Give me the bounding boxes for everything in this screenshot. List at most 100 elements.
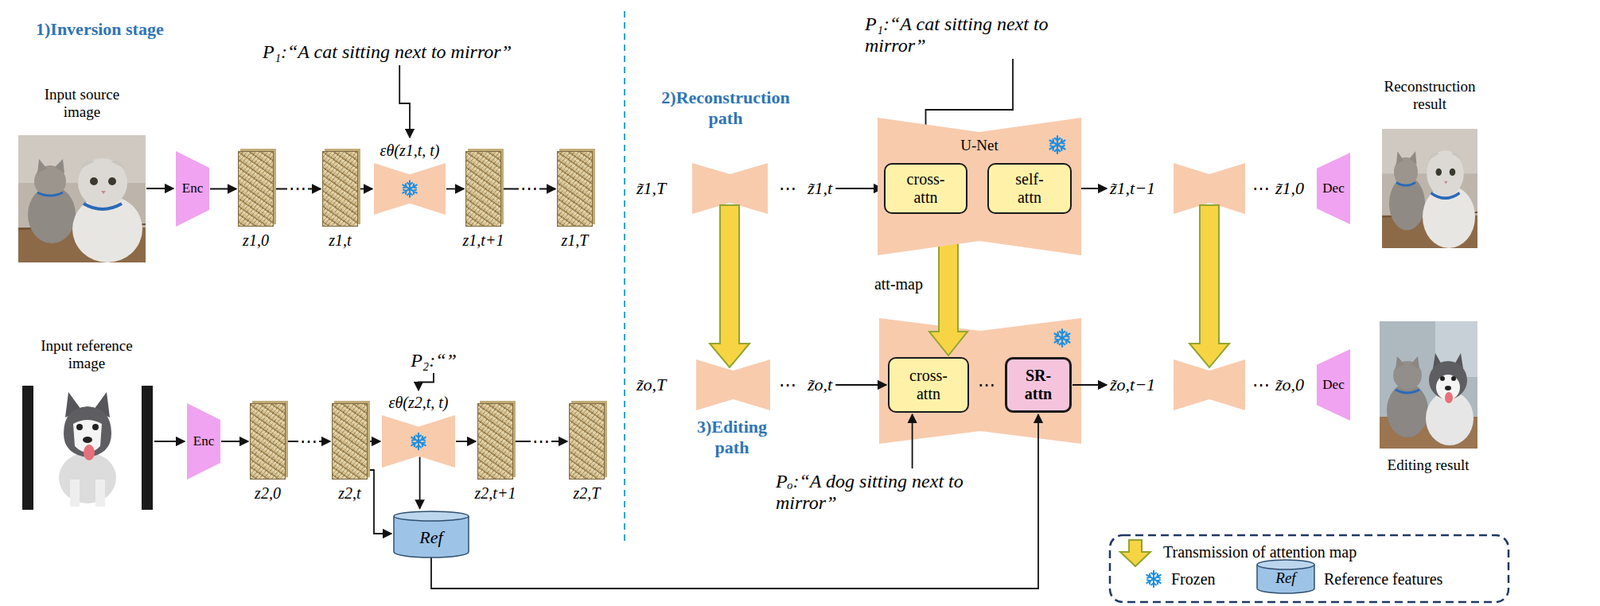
store-label: Ref <box>419 519 443 549</box>
latent-symbol: z̃o,T <box>636 374 666 396</box>
legend-text: Frozen <box>1171 570 1216 589</box>
connector-line <box>455 440 476 443</box>
latent-symbol: z̃1,T <box>636 178 666 199</box>
latent-map: z1,t+1 <box>465 151 502 227</box>
latent-label: z1,T <box>561 230 589 250</box>
legend-icon-label: Ref <box>1275 570 1296 586</box>
encoder-block: Enc <box>175 151 210 227</box>
stage-divider <box>623 11 626 542</box>
connector <box>210 188 237 190</box>
attention-label: cross- attn <box>909 366 948 404</box>
connector-line <box>446 188 464 191</box>
ellipsis-mark: ⋯ <box>1252 374 1270 395</box>
latent-label: z1,0 <box>242 230 269 250</box>
connector <box>367 470 392 534</box>
latent-map: z2,t <box>331 403 368 480</box>
ellipsis-mark: ⋯ <box>977 374 996 395</box>
block-label: Enc <box>182 180 203 197</box>
latent-map: z1,T <box>556 151 593 227</box>
attention-label: cross- attn <box>907 170 946 207</box>
encoder-shape <box>175 151 210 227</box>
photo-part <box>1381 128 1478 249</box>
sr-attention-box: SR- attn <box>1004 357 1072 413</box>
connector <box>419 457 421 510</box>
legend-box <box>1109 535 1509 603</box>
block-label: Dec <box>1322 377 1344 394</box>
legend-box-part <box>1257 560 1315 570</box>
snowflake-icon <box>1053 329 1071 347</box>
prompt-text: P₂:“” <box>410 350 457 372</box>
edge-label: ⋯ <box>287 178 308 199</box>
caption-text: Reconstruction result <box>1370 77 1490 113</box>
legend-box-part <box>1109 535 1509 603</box>
image-arrow-part <box>146 187 174 190</box>
flow-arrow <box>835 187 883 190</box>
latent-map: z1,t <box>322 151 359 227</box>
connector-line <box>368 440 381 443</box>
latent-label: z2,0 <box>254 483 281 503</box>
decoder-block: Dec <box>1316 152 1351 225</box>
block-label: Dec <box>1322 180 1344 197</box>
unet-shape-part <box>696 359 771 411</box>
attention-arrow-part <box>709 205 750 368</box>
ellipsis-mark: ⋯ <box>778 178 797 199</box>
unet-shape <box>877 117 1082 256</box>
noise-predictor: εθ(z1,t, t) <box>373 163 446 215</box>
attention-label: SR- attn <box>1024 366 1052 404</box>
ellipsis-mark: ⋯ <box>1252 178 1270 199</box>
edge-label: ⋯ <box>530 431 552 452</box>
caption-text: Input source image <box>34 85 130 121</box>
cylinder-body <box>393 516 469 558</box>
connector-line <box>431 414 1039 589</box>
unet-block: U-Net cross- attn self- attn <box>877 117 1082 256</box>
connector-line <box>221 440 249 443</box>
annotation-text: att-map <box>874 275 923 294</box>
decoder-block: Dec <box>1316 349 1351 421</box>
encoder-block: Enc <box>186 403 221 480</box>
latent-map: z2,0 <box>249 403 286 480</box>
latent-symbol: z̃o,t <box>807 374 833 396</box>
decoder-shape <box>1316 349 1351 421</box>
latent-map: z2,T <box>568 403 605 480</box>
reference-store: Ref <box>393 510 470 558</box>
latent-symbol: z̃1,t−1 <box>1109 178 1156 199</box>
ellipsis-mark: ⋯ <box>778 374 797 395</box>
connector <box>358 188 373 190</box>
edge-label: ⋯ <box>298 431 320 452</box>
node-outline <box>373 163 446 215</box>
noise-label: εθ(z1,t, t) <box>380 140 440 160</box>
unet-shape-part <box>879 318 1082 444</box>
attention-label: self- attn <box>1015 170 1044 207</box>
latent-map: z1,0 <box>237 151 274 227</box>
noise-predictor: εθ(z2,t, t) <box>381 415 456 468</box>
connector-line <box>210 188 237 191</box>
attention-arrow-part <box>1189 205 1230 368</box>
unet-shape <box>373 163 446 215</box>
snowflake-icon <box>401 180 419 197</box>
prompt-text: P₁:“A cat sitting next to mirror” <box>864 13 1104 57</box>
connector <box>221 441 249 443</box>
node-outline <box>381 415 456 468</box>
photo-part <box>18 135 146 263</box>
unet-label: U-Net <box>960 136 998 156</box>
block-label: Enc <box>193 433 215 450</box>
image-arrow <box>146 188 185 442</box>
photo-part <box>1379 321 1478 449</box>
prompt-text: Pₒ:“A dog sitting next to mirror” <box>775 471 1015 514</box>
flow-arrow <box>835 384 887 386</box>
caption-text: Editing result <box>1387 456 1470 475</box>
edge-label: ⋯ <box>518 178 540 199</box>
legend-box-part <box>1120 540 1151 567</box>
latent-label: z2,T <box>573 483 601 503</box>
prompt-text: P₁:“A cat sitting next to mirror” <box>262 41 512 63</box>
latent-map: z2,t+1 <box>477 403 514 480</box>
photo <box>18 128 1478 510</box>
connector-line <box>419 457 421 510</box>
latent-label: z1,t+1 <box>463 230 505 250</box>
attention-box: cross- attn <box>883 163 968 215</box>
noise-label: εθ(z2,t, t) <box>389 393 449 413</box>
prompt-arrow <box>418 373 434 391</box>
unet-shape <box>381 415 456 468</box>
